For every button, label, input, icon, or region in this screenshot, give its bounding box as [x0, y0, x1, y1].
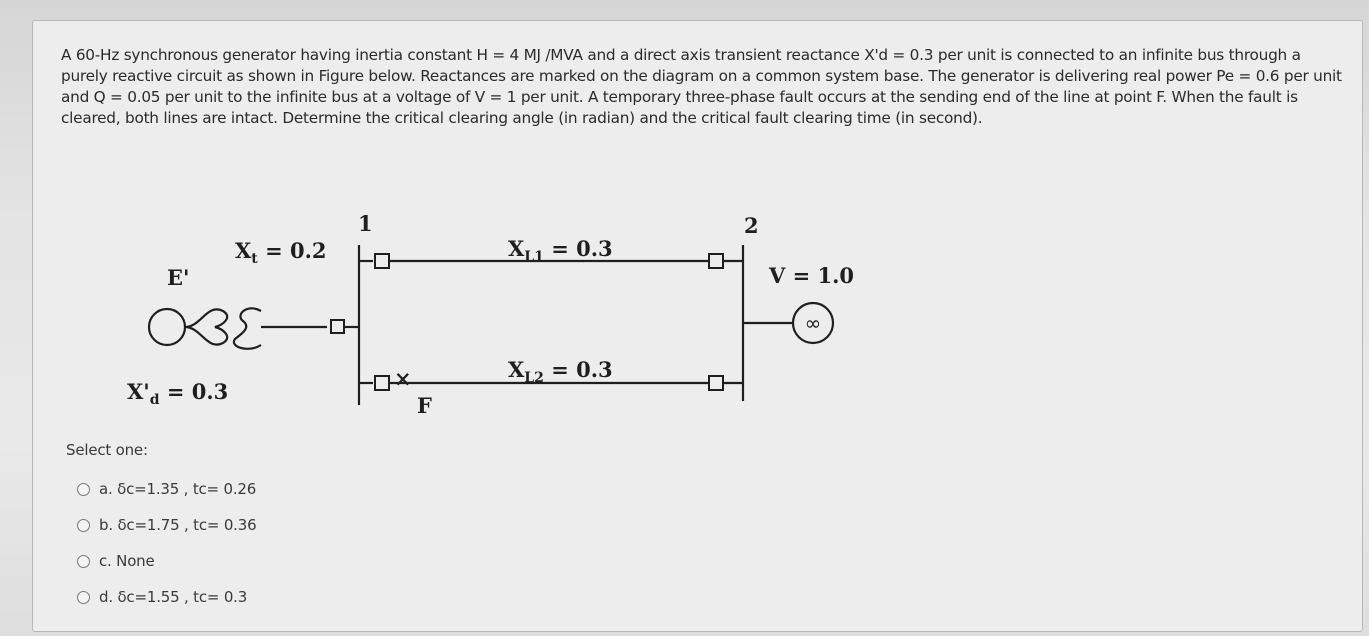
fault-mark-icon: × — [394, 366, 412, 391]
emf-label: E' — [167, 265, 189, 290]
xl2-label: XL2 = 0.3 — [508, 357, 613, 386]
option-label: d. δc=1.55 , tc= 0.3 — [99, 588, 248, 606]
radio-button-icon[interactable] — [77, 482, 90, 496]
answer-option-d[interactable]: d. δc=1.55 , tc= 0.3 — [66, 579, 256, 615]
question-text: A 60-Hz synchronous generator having ine… — [61, 46, 1342, 127]
radio-button-icon[interactable] — [77, 554, 90, 568]
question-card: A 60-Hz synchronous generator having ine… — [32, 20, 1363, 632]
transformer-primary-icon — [184, 308, 229, 346]
infinity-icon: ∞ — [805, 311, 822, 335]
breaker-icon — [330, 319, 345, 334]
xl1-label: XL1 = 0.3 — [508, 236, 613, 265]
select-one-label: Select one: — [66, 441, 148, 459]
infinite-bus-icon — [791, 301, 835, 345]
bus2-label: 2 — [744, 213, 759, 238]
answer-option-c[interactable]: c. None — [66, 543, 256, 579]
breaker-icon — [374, 375, 390, 391]
xt-label: Xt = 0.2 — [235, 238, 327, 267]
voltage-label: V = 1.0 — [768, 263, 854, 288]
breaker-icon — [374, 253, 390, 269]
answer-block: Select one: a. δc=1.35 , tc= 0.26 b. δc=… — [66, 441, 257, 615]
radio-button-icon[interactable] — [77, 590, 90, 604]
option-label: a. δc=1.35 , tc= 0.26 — [99, 480, 257, 498]
option-label: c. None — [99, 552, 155, 570]
generator-icon — [147, 307, 187, 347]
radio-button-icon[interactable] — [77, 518, 90, 532]
answer-option-b[interactable]: b. δc=1.75 , tc= 0.36 — [66, 507, 257, 543]
transformer-secondary-icon — [232, 307, 262, 350]
breaker-icon — [708, 375, 724, 391]
answer-option-a[interactable]: a. δc=1.35 , tc= 0.26 — [66, 471, 256, 507]
bus1-label: 1 — [358, 211, 373, 236]
circuit-diagram: 1 2 Xt = 0.2 XL1 = 0.3 XL2 = 0.3 E' X'd … — [83, 193, 883, 423]
fault-label: F — [417, 393, 432, 418]
option-label: b. δc=1.75 , tc= 0.36 — [99, 516, 257, 534]
xd-label: X'd = 0.3 — [127, 379, 228, 408]
breaker-icon — [708, 253, 724, 269]
